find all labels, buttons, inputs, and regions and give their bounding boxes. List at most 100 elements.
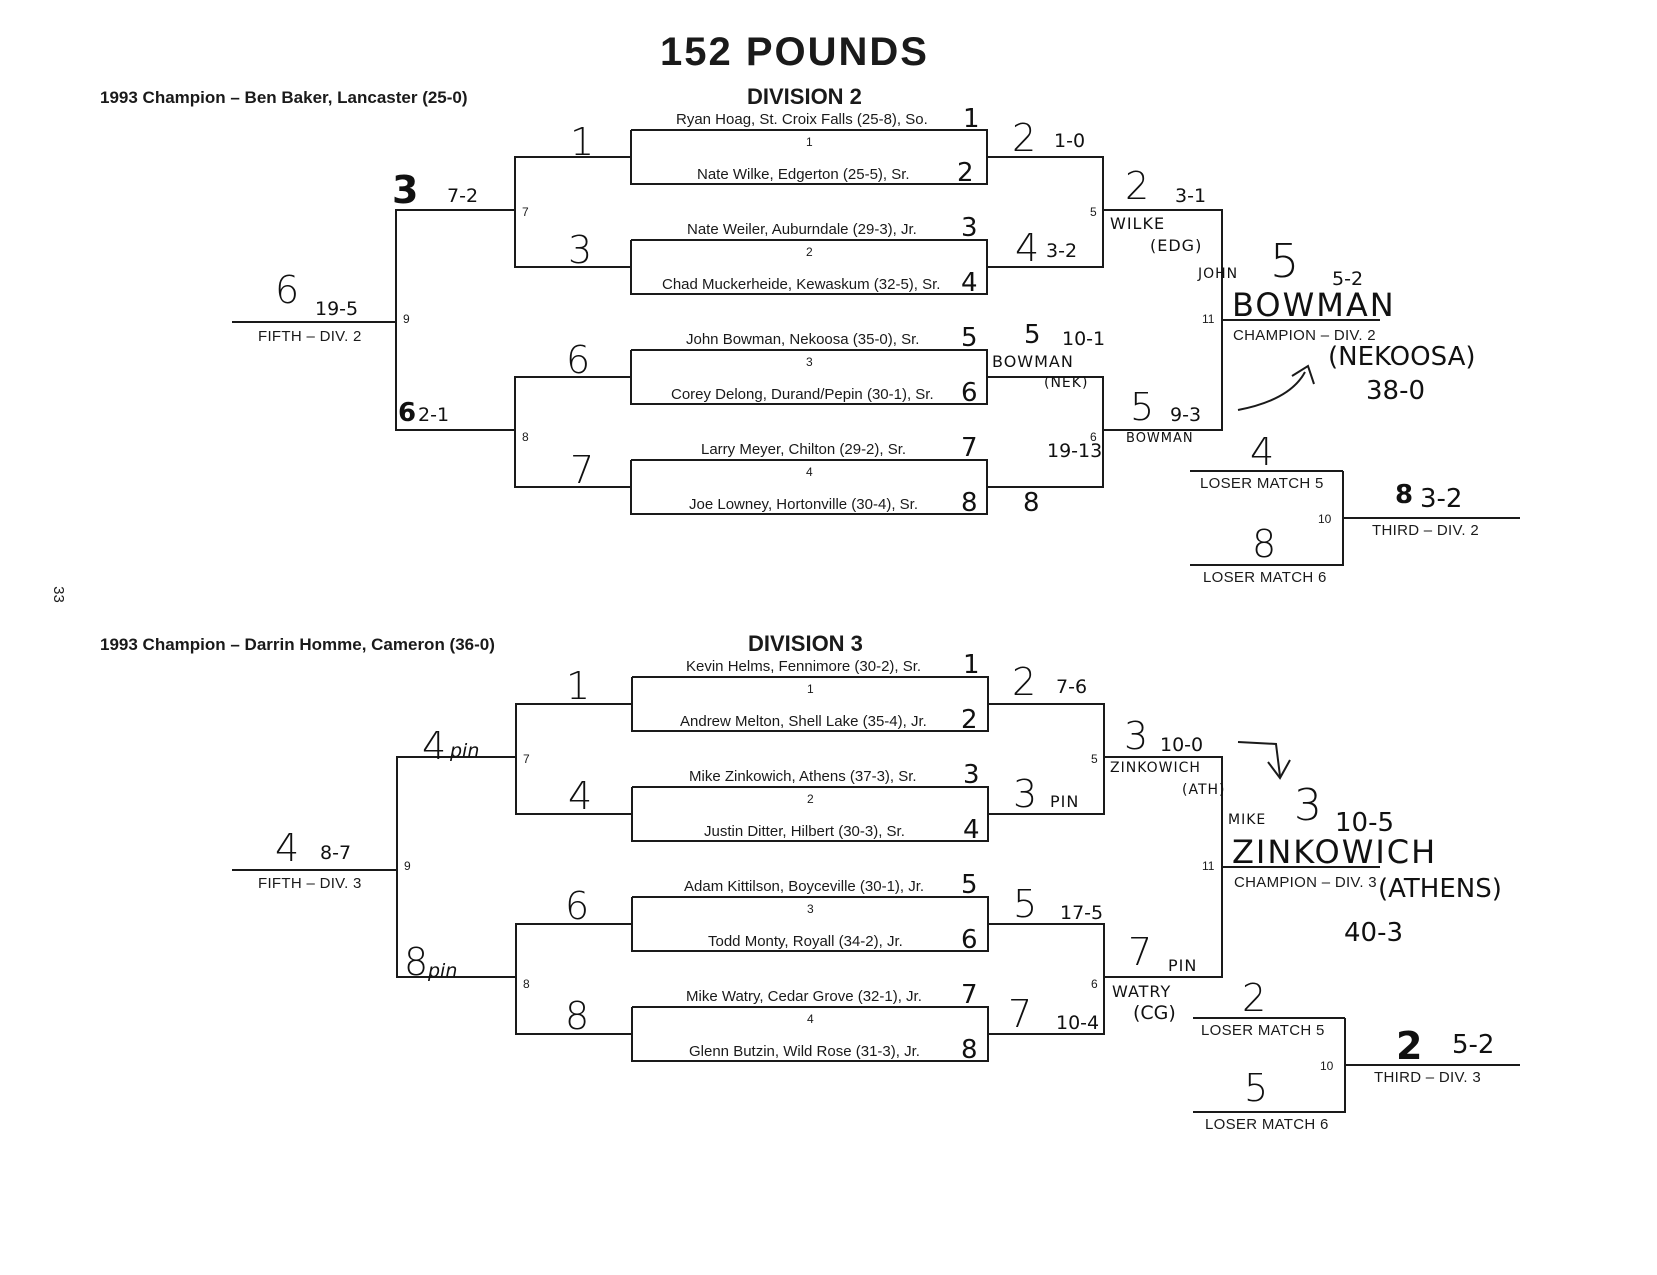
match-number: 4 [806,465,813,479]
handwritten-result: 2 [1012,116,1037,160]
handwritten-result: 8 [1023,488,1040,518]
match-number: 7 [523,752,530,766]
handwritten-score: pin [450,740,480,762]
handwritten-result: 2 [1396,1024,1423,1068]
handwritten-school: (ATH) [1182,782,1226,798]
handwritten-score: 5-2 [1452,1030,1495,1060]
handwritten-result: 5 [1244,1066,1269,1110]
handwritten-score: 8-7 [320,842,352,864]
handwritten-score: PIN [1050,792,1080,811]
handwritten-first-name: JOHN [1198,266,1239,282]
handwritten-result: 3 [568,228,593,272]
handwritten-seed: 8 [961,488,978,518]
loser-match-5-label: LOSER MATCH 5 [1201,1022,1325,1039]
match-number: 1 [806,135,813,149]
handwritten-score: 10-0 [1160,734,1204,756]
handwritten-result: 7 [1008,992,1033,1036]
match-number: 10 [1318,512,1332,526]
handwritten-result: 2 [1125,164,1150,208]
handwritten-first-name: MIKE [1228,812,1267,828]
handwritten-result: 6 [398,398,417,428]
handwritten-seed: 4 [961,268,978,298]
handwritten-result: 4 [568,774,593,818]
handwritten-score: 17-5 [1060,902,1104,924]
match-number: 6 [1091,977,1098,991]
match-number: 11 [1202,312,1215,326]
wrestler-name: Mike Zinkowich, Athens (37-3), Sr. [689,768,917,785]
handwritten-result: 8 [565,994,590,1038]
champion-label: CHAMPION – DIV. 2 [1233,327,1376,344]
fifth-place-label: FIFTH – DIV. 3 [258,875,362,892]
handwritten-result: 5 [1024,320,1041,350]
handwritten-result: 4 [1015,226,1040,270]
match-number: 10 [1320,1059,1334,1073]
match-number: 5 [1091,752,1098,766]
handwritten-score: 9-3 [1170,404,1202,426]
handwritten-score: 1-0 [1054,130,1086,152]
handwritten-champion-seed: 3 [1294,780,1322,831]
wrestler-name: Joe Lowney, Hortonville (30-4), Sr. [689,496,918,513]
handwritten-result: 7 [1128,930,1153,974]
handwritten-result: 2 [1012,660,1037,704]
wrestler-name: Justin Ditter, Hilbert (30-3), Sr. [704,823,905,840]
match-number: 5 [1090,205,1097,219]
handwritten-result: 8 [1395,480,1414,510]
handwritten-seed: 6 [961,925,978,955]
handwritten-result: 4 [422,724,447,768]
handwritten-score: 3-2 [1420,484,1463,514]
division-2-past-champion: 1993 Champion – Ben Baker, Lancaster (25… [100,88,468,107]
handwritten-result: 6 [565,884,590,928]
handwritten-score: 7-2 [447,185,479,207]
handwritten-seed: 1 [963,104,980,134]
third-place-label: THIRD – DIV. 2 [1372,522,1480,539]
handwritten-result: 4 [1250,430,1275,474]
match-number: 2 [807,792,814,806]
handwritten-score: PIN [1168,956,1198,975]
handwritten-result: 1 [570,120,595,164]
match-number: 4 [807,1012,814,1026]
division-2-title: DIVISION 2 [747,84,862,109]
handwritten-champion-name: BOWMAN [1232,286,1396,324]
wrestler-name: Mike Watry, Cedar Grove (32-1), Jr. [686,988,922,1005]
handwritten-score: 10-4 [1056,1012,1100,1034]
handwritten-result: 6 [275,268,300,312]
wrestler-name: John Bowman, Nekoosa (35-0), Sr. [686,331,920,348]
handwritten-name: ZINKOWICH [1110,760,1201,776]
handwritten-result: 1 [566,664,591,708]
match-number: 1 [807,682,814,696]
handwritten-seed: 2 [961,705,978,735]
handwritten-score: 7-6 [1056,676,1088,698]
match-number: 8 [523,977,530,991]
match-number: 8 [522,430,529,444]
handwritten-champion-school: (ATHENS) [1378,874,1502,904]
handwritten-result: 8 [404,940,429,984]
handwritten-result: 3 [392,168,419,212]
handwritten-score: 2-1 [418,404,450,426]
fifth-place-label: FIFTH – DIV. 2 [258,328,362,345]
wrestler-name: Kevin Helms, Fennimore (30-2), Sr. [686,658,922,675]
handwritten-seed: 2 [957,158,974,188]
handwritten-seed: 5 [961,323,978,353]
handwritten-champion-record: 40-3 [1344,918,1404,948]
match-number: 9 [404,859,411,873]
handwritten-seed: 1 [963,650,980,680]
handwritten-score: 5-2 [1332,268,1364,290]
handwritten-seed: 3 [963,760,980,790]
handwritten-school: (NEK) [1044,375,1089,391]
loser-match-5-label: LOSER MATCH 5 [1200,475,1324,492]
handwritten-score: 19-5 [315,298,359,320]
handwritten-score: 3-1 [1175,185,1207,207]
match-number: 9 [403,312,410,326]
match-number: 3 [807,902,814,916]
match-number: 11 [1202,859,1215,873]
page-title: 152 POUNDS [660,30,929,74]
handwritten-result: 7 [570,448,595,492]
champion-label: CHAMPION – DIV. 3 [1234,874,1377,891]
wrestler-name: Andrew Melton, Shell Lake (35-4), Jr. [680,713,927,730]
handwritten-champion-record: 38-0 [1366,376,1426,406]
loser-match-6-label: LOSER MATCH 6 [1205,1116,1329,1133]
handwritten-result: 6 [566,338,591,382]
handwritten-seed: 7 [961,980,978,1010]
